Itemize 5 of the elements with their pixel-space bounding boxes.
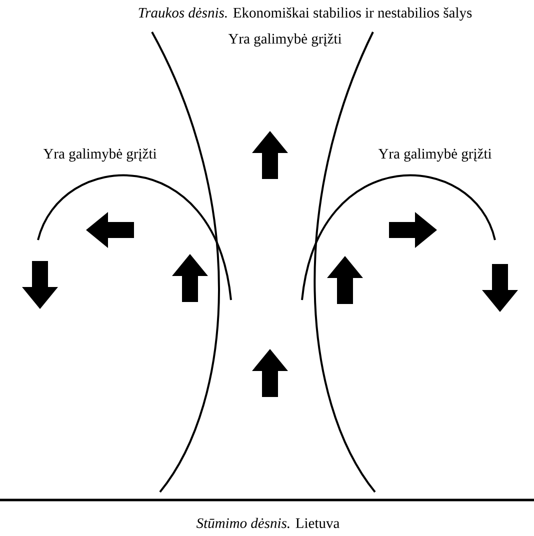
label-text: Yra galimybė grįžti bbox=[378, 148, 492, 162]
label-text: Stūmimo dėsnis. Lietuva bbox=[196, 518, 340, 528]
label-text: Yra galimybė grįžti bbox=[43, 148, 156, 162]
label-text: Yra galimybė grįžti bbox=[228, 33, 342, 47]
label-text: Traukos dėsnis. Ekonomiškai stabilios ir nestabilios šalys bbox=[138, 7, 472, 21]
